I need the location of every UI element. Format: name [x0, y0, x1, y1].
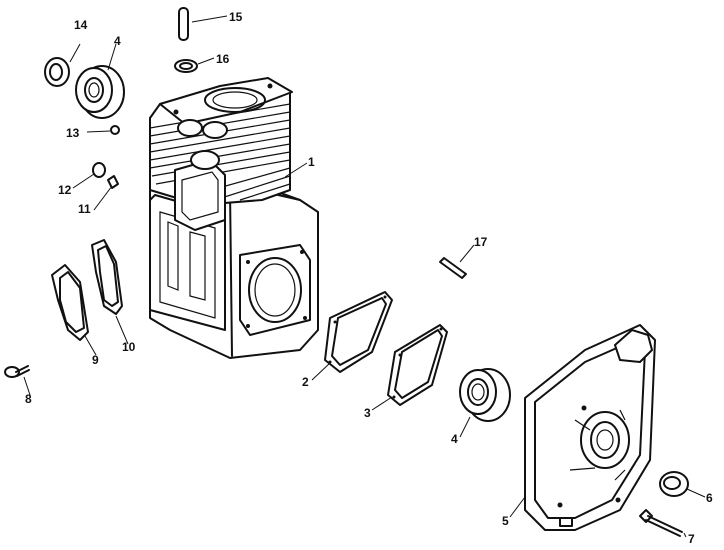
- part-bearing-plate: [524, 324, 656, 531]
- part-gasket-inner: [324, 291, 393, 373]
- part-ball-bearing-lower: [459, 368, 511, 422]
- part-crankcase-block: [149, 77, 319, 359]
- part-cylinder-seal: [174, 59, 198, 73]
- part-ball-bearing-upper: [75, 65, 125, 119]
- callout-6: 6: [706, 491, 713, 505]
- callout-11: 11: [78, 202, 91, 216]
- part-oil-seal-left: [44, 57, 70, 87]
- part-cover-plate: [51, 264, 89, 341]
- callout-labels: 1 2 3 4 4 5 6 7 8 9 10 11 12 13 14 15 16…: [25, 10, 713, 546]
- part-gasket-outer: [387, 324, 448, 406]
- part-plug: [92, 162, 106, 178]
- part-cylinder-dowel: [178, 7, 189, 41]
- callout-14: 14: [74, 18, 88, 32]
- callout-8: 8: [25, 392, 32, 406]
- part-small-dowel: [110, 125, 120, 135]
- callout-1: 1: [308, 155, 315, 169]
- callout-5: 5: [502, 514, 509, 528]
- leader-lines: [23, 15, 706, 538]
- callout-12: 12: [58, 183, 72, 197]
- part-oil-seal-right: [659, 471, 689, 497]
- callout-4-lower: 4: [451, 432, 458, 446]
- callout-15: 15: [229, 10, 243, 24]
- callout-3: 3: [364, 406, 371, 420]
- callout-7: 7: [688, 532, 695, 546]
- part-screw-left: [4, 365, 30, 378]
- part-cover-gasket: [91, 239, 123, 315]
- callout-13: 13: [66, 126, 80, 140]
- callout-10: 10: [122, 340, 136, 354]
- callout-17: 17: [474, 235, 488, 249]
- part-dowel-pin-right: [439, 257, 467, 279]
- callout-9: 9: [92, 353, 99, 367]
- part-screw-right: [639, 509, 683, 537]
- part-dowel-pin: [107, 175, 119, 189]
- callout-2: 2: [302, 375, 309, 389]
- callout-16: 16: [216, 52, 230, 66]
- callout-4-upper: 4: [114, 34, 121, 48]
